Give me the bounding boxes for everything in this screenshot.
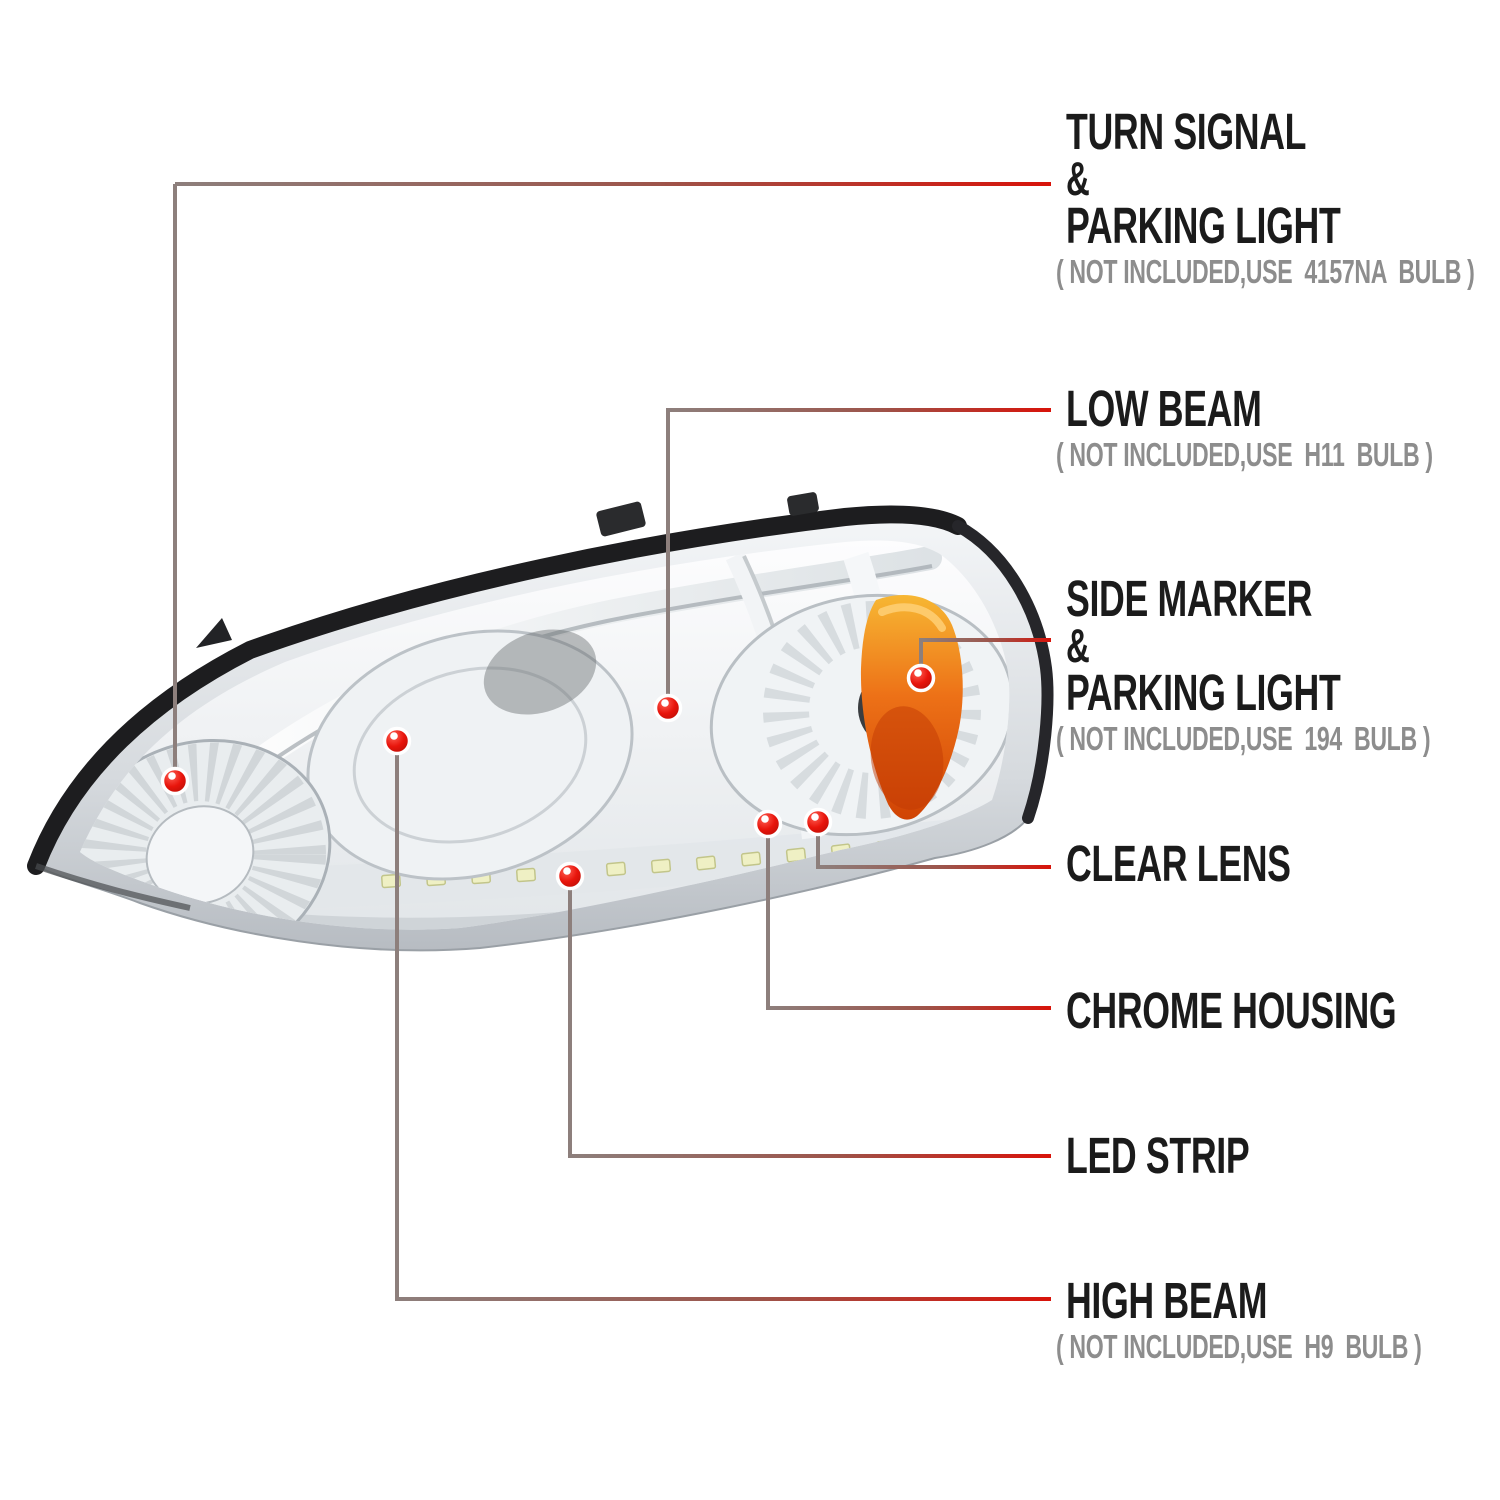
- label-high-beam-title: HIGH BEAM: [1066, 1272, 1268, 1329]
- top-trim: [27, 505, 967, 875]
- callout-turn-signal: [173, 182, 1051, 781]
- callout-low-beam: [666, 408, 1051, 708]
- label-side-marker-title2: PARKING LIGHT: [1066, 664, 1341, 721]
- side-marker-dot: [906, 663, 936, 693]
- chrome-housing-dot: [753, 809, 783, 839]
- label-low-beam-note: ( NOT INCLUDED,USE H11 BULB ): [1056, 436, 1433, 473]
- label-turn-signal-amp: &: [1066, 152, 1090, 205]
- mounting-tab: [196, 618, 232, 648]
- label-clear-lens: CLEAR LENS: [1066, 835, 1387, 892]
- label-side-marker: SIDE MARKER & PARKING LIGHT ( NOT INCLUD…: [1056, 570, 1500, 759]
- label-led-strip: LED STRIP: [1066, 1127, 1328, 1184]
- callout-high-beam: [395, 741, 1051, 1301]
- callout-led-strip: [568, 876, 1051, 1158]
- amber-side-marker: [860, 594, 963, 820]
- mounting-tab: [787, 492, 819, 516]
- led-strip-dot: [555, 861, 585, 891]
- label-chrome-housing: CHROME HOUSING: [1066, 982, 1500, 1039]
- label-side-marker-amp: &: [1066, 619, 1090, 672]
- label-side-marker-title: SIDE MARKER: [1066, 570, 1313, 627]
- callout-chrome-housing: [766, 824, 1051, 1010]
- label-low-beam-title: LOW BEAM: [1066, 380, 1262, 437]
- label-clear-lens-title: CLEAR LENS: [1066, 835, 1291, 892]
- label-turn-signal-title2: PARKING LIGHT: [1066, 197, 1341, 254]
- callout-lines: [173, 182, 1051, 1301]
- callout-dots: [160, 663, 936, 891]
- headlight-image: [27, 492, 1054, 952]
- label-led-strip-title: LED STRIP: [1066, 1127, 1250, 1184]
- low-beam-dot: [653, 693, 683, 723]
- label-chrome-housing-title: CHROME HOUSING: [1066, 982, 1397, 1039]
- right-trim: [952, 520, 1054, 824]
- label-turn-signal: TURN SIGNAL & PARKING LIGHT ( NOT INCLUD…: [1056, 103, 1500, 292]
- label-low-beam: LOW BEAM ( NOT INCLUDED,USE H11 BULB ): [1056, 380, 1500, 475]
- turn-signal-dot: [160, 766, 190, 796]
- label-high-beam: HIGH BEAM ( NOT INCLUDED,USE H9 BULB ): [1056, 1272, 1500, 1367]
- mounting-tab: [596, 501, 646, 537]
- label-side-marker-note: ( NOT INCLUDED,USE 194 BULB ): [1056, 720, 1431, 757]
- label-high-beam-note: ( NOT INCLUDED,USE H9 BULB ): [1056, 1328, 1422, 1365]
- label-turn-signal-note: ( NOT INCLUDED,USE 4157NA BULB ): [1056, 253, 1475, 290]
- high-beam-dot: [382, 726, 412, 756]
- high-beam-reflector: [306, 629, 634, 881]
- lower-left-trim: [35, 863, 191, 911]
- clear-lens-dot: [803, 807, 833, 837]
- label-turn-signal-title: TURN SIGNAL: [1066, 103, 1307, 160]
